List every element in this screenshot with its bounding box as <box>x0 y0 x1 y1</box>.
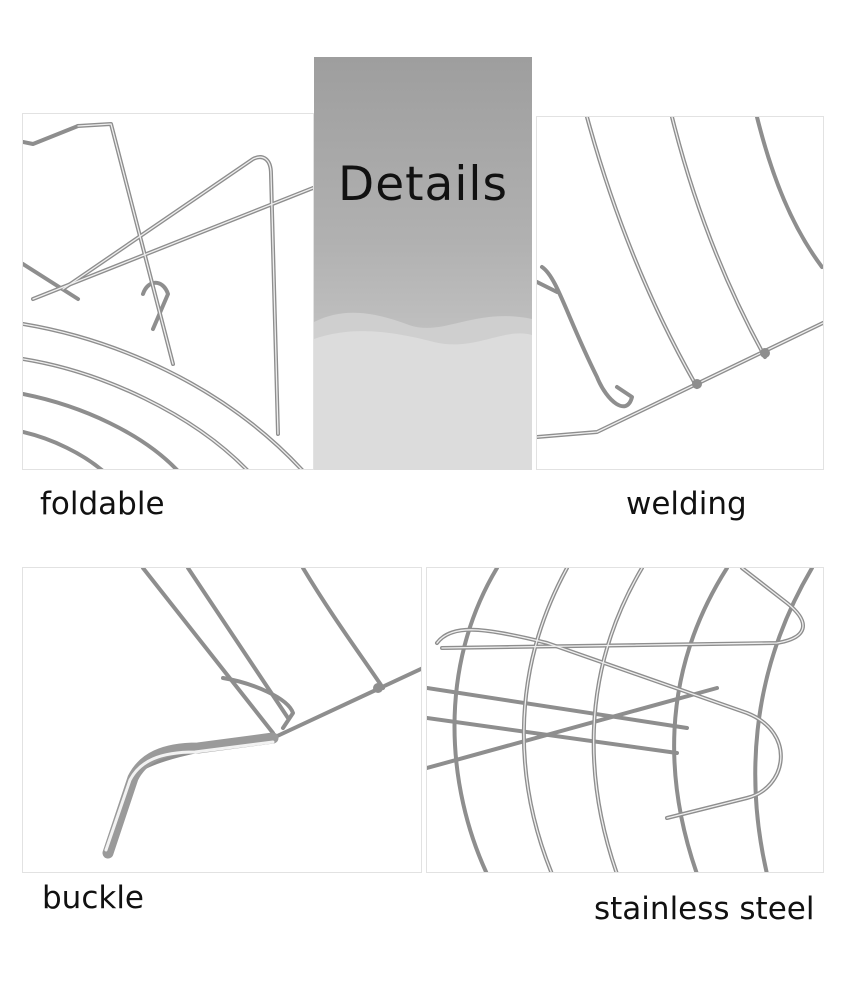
caption-stainless-steel: stainless steel <box>594 891 815 927</box>
caption-foldable: foldable <box>40 486 165 522</box>
foldable-photo <box>22 113 314 470</box>
caption-welding: welding <box>626 486 747 522</box>
buckle-photo <box>22 567 422 873</box>
welding-rack-illustration <box>537 117 823 439</box>
wave-decoration <box>314 312 532 470</box>
stainless-steel-rack-illustration <box>427 568 814 872</box>
foldable-rack-illustration <box>23 122 313 469</box>
stainless-steel-photo <box>426 567 824 873</box>
caption-buckle: buckle <box>42 880 145 916</box>
details-title-card: Details <box>314 57 532 470</box>
details-title: Details <box>338 157 508 212</box>
buckle-rack-illustration <box>102 568 421 859</box>
welding-photo <box>536 116 824 470</box>
